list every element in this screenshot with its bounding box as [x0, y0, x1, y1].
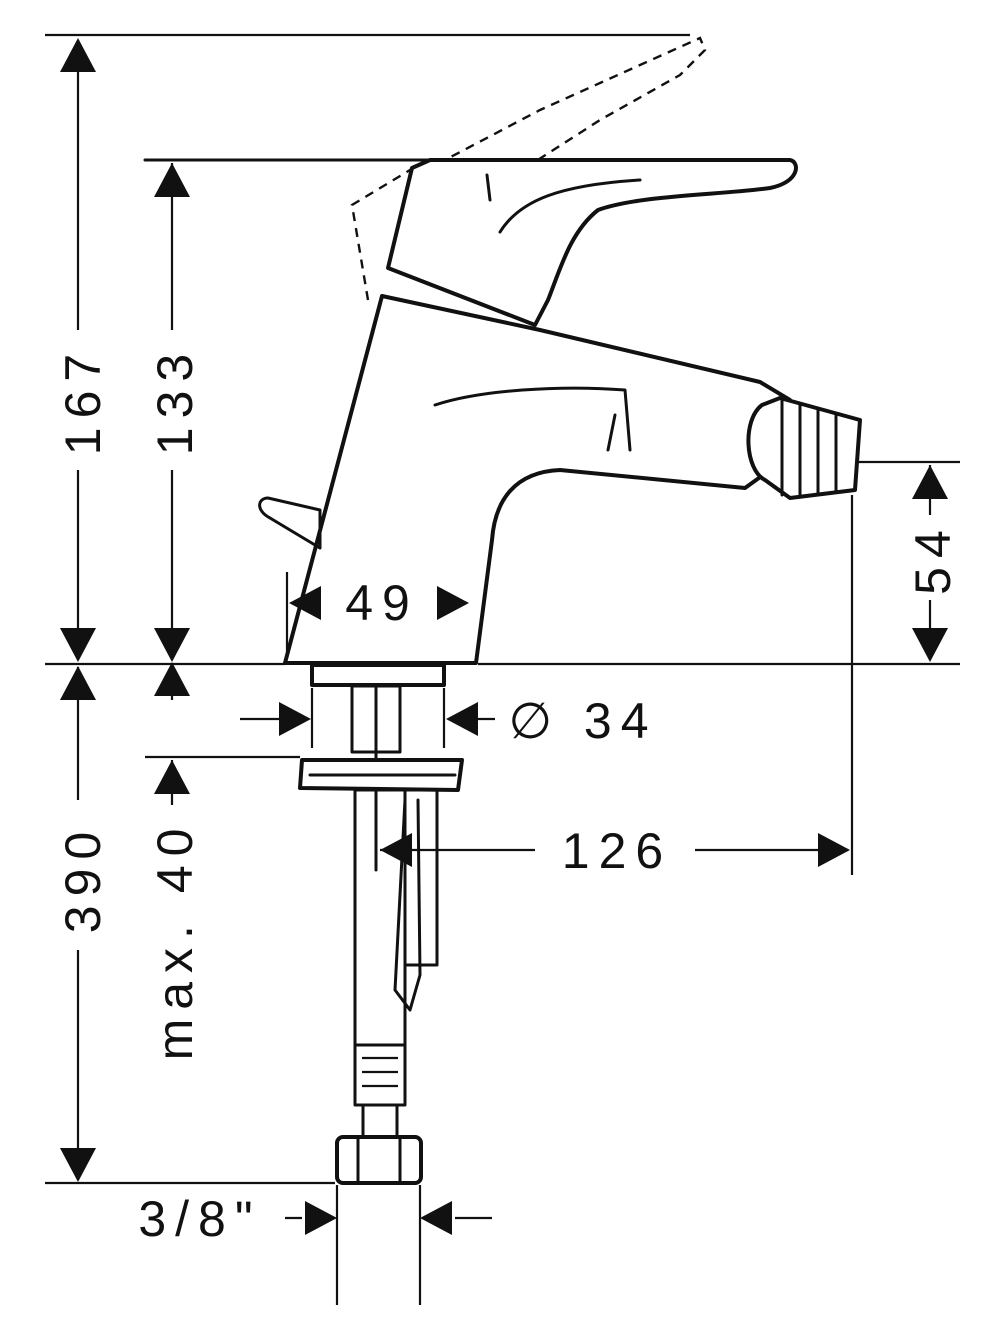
dim-167-arrow-top	[60, 38, 96, 72]
dim-40-arrow-up	[154, 760, 190, 794]
dim-49-arrow-left	[289, 586, 321, 620]
lever-open-position-outline	[350, 36, 707, 301]
hose-crimp	[353, 1043, 407, 1107]
pop-up-linkage	[393, 798, 422, 1012]
body-highlight-line	[606, 413, 617, 452]
dim-126-arrow-left	[380, 833, 412, 867]
dim-167-arrow-bottom	[60, 628, 96, 662]
under-deck-assembly	[298, 684, 464, 1185]
lever-notch	[485, 173, 492, 202]
dim-38-arrow-left	[305, 1201, 337, 1235]
dimension-lines	[60, 38, 948, 1235]
hose-neck	[361, 1103, 399, 1139]
pop-up-rod	[258, 496, 322, 550]
dim-390-arrow-bottom	[60, 1148, 96, 1182]
dim-54-arrow-bottom	[912, 628, 948, 662]
label-max-40: max. 40	[147, 820, 203, 1061]
dim-34-arrow-left	[279, 702, 311, 736]
dimension-labels: 167 133 54 49 ∅ 34 126 390 max. 40 3/8"	[55, 345, 961, 1247]
label-3-8-inch: 3/8"	[138, 1191, 261, 1247]
label-390: 390	[55, 823, 111, 933]
body-highlight-curve	[433, 386, 632, 452]
label-133: 133	[147, 345, 203, 455]
dim-126-arrow-right	[818, 833, 850, 867]
dim-390-arrow-top	[60, 666, 96, 700]
faucet-body	[143, 36, 862, 687]
dim-49-arrow-right	[437, 586, 469, 620]
label-167: 167	[55, 345, 111, 455]
label-54: 54	[905, 521, 961, 595]
faucet-body-outline	[283, 294, 792, 665]
label-126: 126	[562, 823, 672, 879]
dim-40-arrow-top-down	[154, 662, 190, 696]
dim-34-arrow-right	[446, 702, 478, 736]
dim-38-arrow-right	[420, 1201, 452, 1235]
base-plate	[310, 663, 446, 687]
lever-inner-curve	[498, 178, 642, 234]
dim-133-arrow-bottom	[154, 628, 190, 662]
dim-54-arrow-top	[912, 465, 948, 499]
dim-133-arrow-top	[154, 163, 190, 197]
connector-nut	[335, 1135, 423, 1185]
label-49: 49	[345, 575, 419, 631]
label-diameter-34: ∅ 34	[508, 693, 657, 749]
aerator	[746, 396, 862, 500]
